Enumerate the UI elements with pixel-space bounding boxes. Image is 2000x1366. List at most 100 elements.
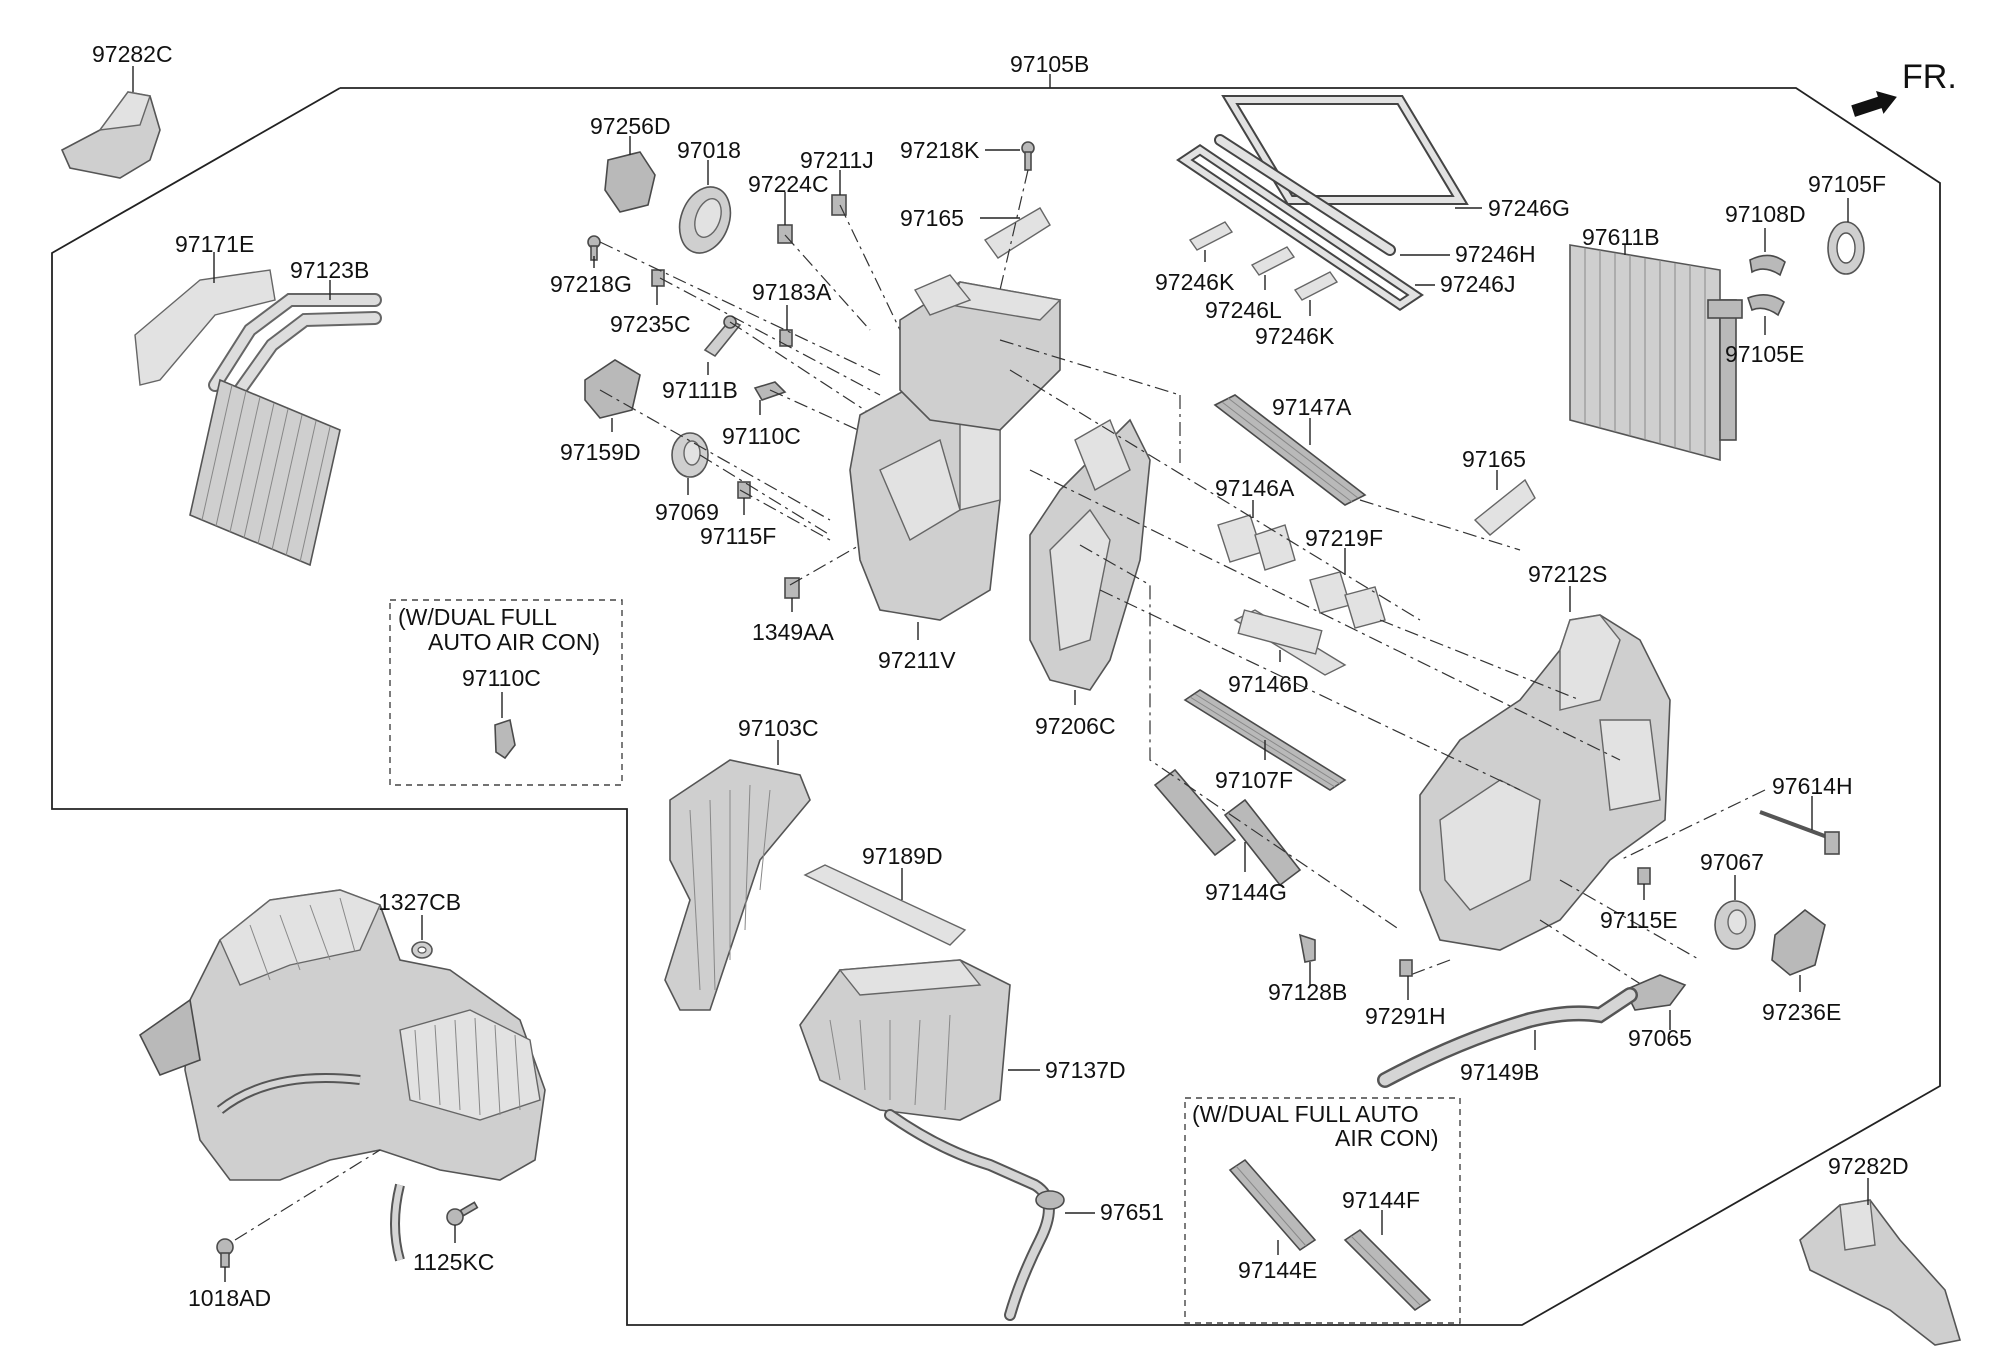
part-97067-motor: [1714, 900, 1756, 950]
label-97149b: 97149B: [1460, 1059, 1539, 1085]
part-97614h-sensor: [1759, 810, 1840, 855]
part-97246g-seal-frame: [1221, 95, 1469, 205]
label-97065: 97065: [1628, 1025, 1692, 1051]
label-97146d: 97146D: [1228, 671, 1309, 697]
label-97246g: 97246G: [1488, 195, 1570, 221]
label-97236e: 97236E: [1762, 999, 1841, 1025]
part-97246h-seal-strip: [1214, 134, 1396, 256]
label-1327cb: 1327CB: [378, 889, 461, 915]
label-1018ad: 1018AD: [188, 1285, 271, 1311]
label-97614h: 97614H: [1772, 773, 1853, 799]
label-97115f: 97115F: [700, 523, 776, 549]
part-97144f-door: [1343, 1228, 1432, 1312]
label-97105f: 97105F: [1808, 171, 1886, 197]
option-note-1-line2: AUTO AIR CON): [428, 629, 600, 655]
label-97246k-2: 97246K: [1255, 323, 1335, 349]
label-97211j: 97211J: [800, 147, 874, 173]
part-97212s-right-case: [1419, 614, 1671, 951]
label-97183a: 97183A: [752, 279, 832, 305]
label-97115e: 97115E: [1600, 907, 1678, 933]
part-97235c-clip: [651, 269, 665, 287]
part-97165-seal-top: [983, 207, 1051, 259]
part-1018ad-clip: [216, 1238, 234, 1268]
part-97105e-seal: [1747, 294, 1785, 317]
part-97146a-door: [1217, 514, 1296, 571]
part-97246j-seal-frame: [1176, 143, 1424, 312]
part-97256d-actuator: [604, 151, 656, 213]
part-97149b-drain-hose: [1377, 987, 1638, 1088]
label-97110c-option: 97110C: [462, 665, 541, 691]
part-97246l-pad: [1250, 246, 1296, 276]
part-97144g-doors: [1153, 768, 1302, 887]
part-97189d-bracket: [803, 864, 967, 946]
part-complete-hvac-assembly: [138, 889, 546, 1262]
label-97103c: 97103C: [738, 715, 819, 741]
label-97128b: 97128B: [1268, 979, 1347, 1005]
label-97171e: 97171E: [175, 231, 254, 257]
label-97246h: 97246H: [1455, 241, 1536, 267]
part-97146d-door-shaft: [1233, 609, 1347, 676]
part-97108d-seal: [1749, 254, 1786, 277]
part-97105f-ring: [1827, 221, 1865, 275]
part-97291h-clip: [1399, 959, 1413, 977]
part-97065-sensor: [1623, 974, 1687, 1011]
part-heater-core: [189, 378, 341, 567]
label-97105b: 97105B: [1010, 51, 1089, 77]
part-97218k-screw: [1021, 141, 1035, 171]
label-97246k-1: 97246K: [1155, 269, 1235, 295]
label-97137d: 97137D: [1045, 1057, 1126, 1083]
part-97103c-duct: [664, 759, 811, 1011]
part-97147a-filter: [1213, 394, 1367, 506]
part-97137d-lower-case: [799, 959, 1011, 1121]
label-97110c: 97110C: [722, 423, 801, 449]
option-box-dual-full-auto-2: [1184, 1097, 1461, 1324]
part-97282c-illustration: [60, 91, 161, 179]
label-97282d: 97282D: [1828, 1153, 1909, 1179]
option-note-1-line1: (W/DUAL FULL: [398, 604, 557, 630]
part-97110c-lever: [753, 381, 787, 401]
part-97611b-evaporator: [1569, 244, 1743, 462]
label-97218g: 97218G: [550, 271, 632, 297]
label-97256d: 97256D: [590, 113, 671, 139]
part-1327cb-nut: [411, 941, 433, 959]
label-97246j: 97246J: [1440, 271, 1515, 297]
label-97144f: 97144F: [1342, 1187, 1420, 1213]
label-97018: 97018: [677, 137, 741, 163]
label-97211v: 97211V: [878, 647, 956, 673]
label-97159d: 97159D: [560, 439, 641, 465]
part-97069-motor: [671, 432, 709, 478]
label-97611b: 97611B: [1582, 224, 1660, 250]
label-97189d: 97189D: [862, 843, 943, 869]
part-97246k-pad-2: [1293, 271, 1339, 301]
label-97144e: 97144E: [1238, 1257, 1317, 1283]
label-97165-right: 97165: [1462, 446, 1526, 472]
label-97651: 97651: [1100, 1199, 1164, 1225]
part-97111b-link: [703, 315, 742, 358]
label-97111b: 97111B: [662, 377, 738, 403]
part-97236e-actuator: [1771, 908, 1826, 976]
label-97146a: 97146A: [1215, 475, 1295, 501]
dash-1018ad: [234, 1149, 381, 1241]
option-note-2-line2: AIR CON): [1335, 1125, 1439, 1151]
part-97110c-option-lever: [494, 718, 516, 760]
label-97291h: 97291H: [1365, 1003, 1446, 1029]
label-97123b: 97123B: [290, 257, 369, 283]
part-upper-case-top: [899, 274, 1062, 431]
label-97246l: 97246L: [1205, 297, 1282, 323]
part-97219f-door: [1309, 571, 1386, 629]
label-97218k: 97218K: [900, 137, 980, 163]
part-97171e-pipe-bracket: [134, 269, 276, 386]
part-97282d-duct-cover: [1799, 1199, 1962, 1346]
part-97183a-clip: [779, 329, 793, 347]
part-97165-seal-right: [1473, 478, 1536, 536]
assembly-dash-lines-right: [999, 339, 1766, 991]
part-1125kc-bolt: [446, 1201, 479, 1226]
label-97206c: 97206C: [1035, 713, 1116, 739]
label-97144g: 97144G: [1205, 879, 1287, 905]
part-97123b-heater-pipes: [208, 293, 382, 397]
part-97651-drain-tube: [884, 1109, 1065, 1321]
assembly-boundary-outline: [51, 87, 1941, 1326]
front-direction-label: FR.: [1902, 58, 1957, 96]
label-97105e: 97105E: [1725, 341, 1804, 367]
